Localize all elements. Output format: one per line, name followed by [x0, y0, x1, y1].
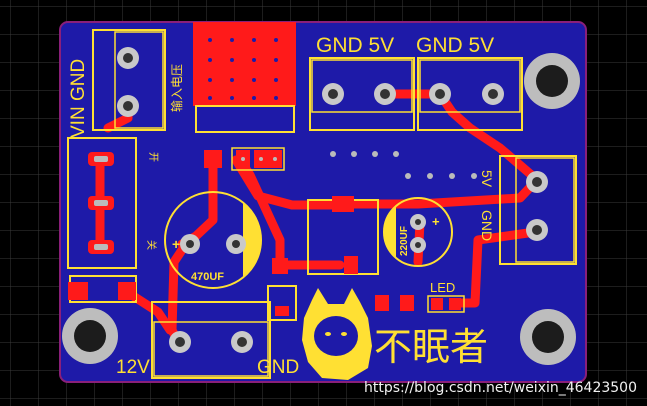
label-led: LED	[430, 280, 455, 295]
label-gnd-5v-2: GND 5V	[416, 34, 494, 57]
inductor	[272, 196, 379, 275]
label-vin-gnd: VIN GND	[68, 59, 89, 138]
svg-text:+: +	[432, 214, 440, 229]
fuse	[267, 285, 297, 321]
output-terminal-block-2[interactable]	[417, 57, 523, 131]
power-switch[interactable]	[67, 137, 137, 269]
label-out-gnd: GND	[479, 210, 495, 241]
label-switch-off: 关	[145, 240, 158, 250]
label-gnd-bottom: GND	[257, 357, 299, 378]
regulator-pad-block	[193, 22, 296, 133]
logo-cat-figure	[302, 288, 372, 380]
led-component	[375, 295, 465, 313]
label-switch-on: 开	[147, 152, 158, 162]
label-cap-220uf: 220UF	[399, 226, 410, 256]
vin-terminal-block[interactable]	[92, 29, 166, 131]
header-pins	[204, 147, 285, 171]
logo-text: 不眠者	[374, 327, 488, 369]
output-terminal-block-1[interactable]	[309, 57, 415, 131]
label-12v: 12V	[116, 357, 150, 378]
label-out-5v: 5V	[479, 170, 495, 188]
label-cap-470uf: 470UF	[191, 271, 224, 283]
label-gnd-5v-1: GND 5V	[316, 34, 394, 57]
electrolytic-capacitor-220uf: +	[383, 197, 453, 267]
right-terminal-block[interactable]	[499, 155, 577, 265]
svg-text:+: +	[172, 236, 180, 252]
mounting-holes	[62, 53, 580, 365]
label-input-voltage: 输入电压	[169, 64, 184, 112]
via-row-top	[330, 151, 477, 179]
input-12v-terminal[interactable]	[151, 301, 271, 379]
diode-pads	[68, 275, 137, 303]
watermark-url: https://blog.csdn.net/weixin_46423500	[364, 380, 637, 396]
electrolytic-capacitor-470uf: +	[164, 191, 262, 289]
